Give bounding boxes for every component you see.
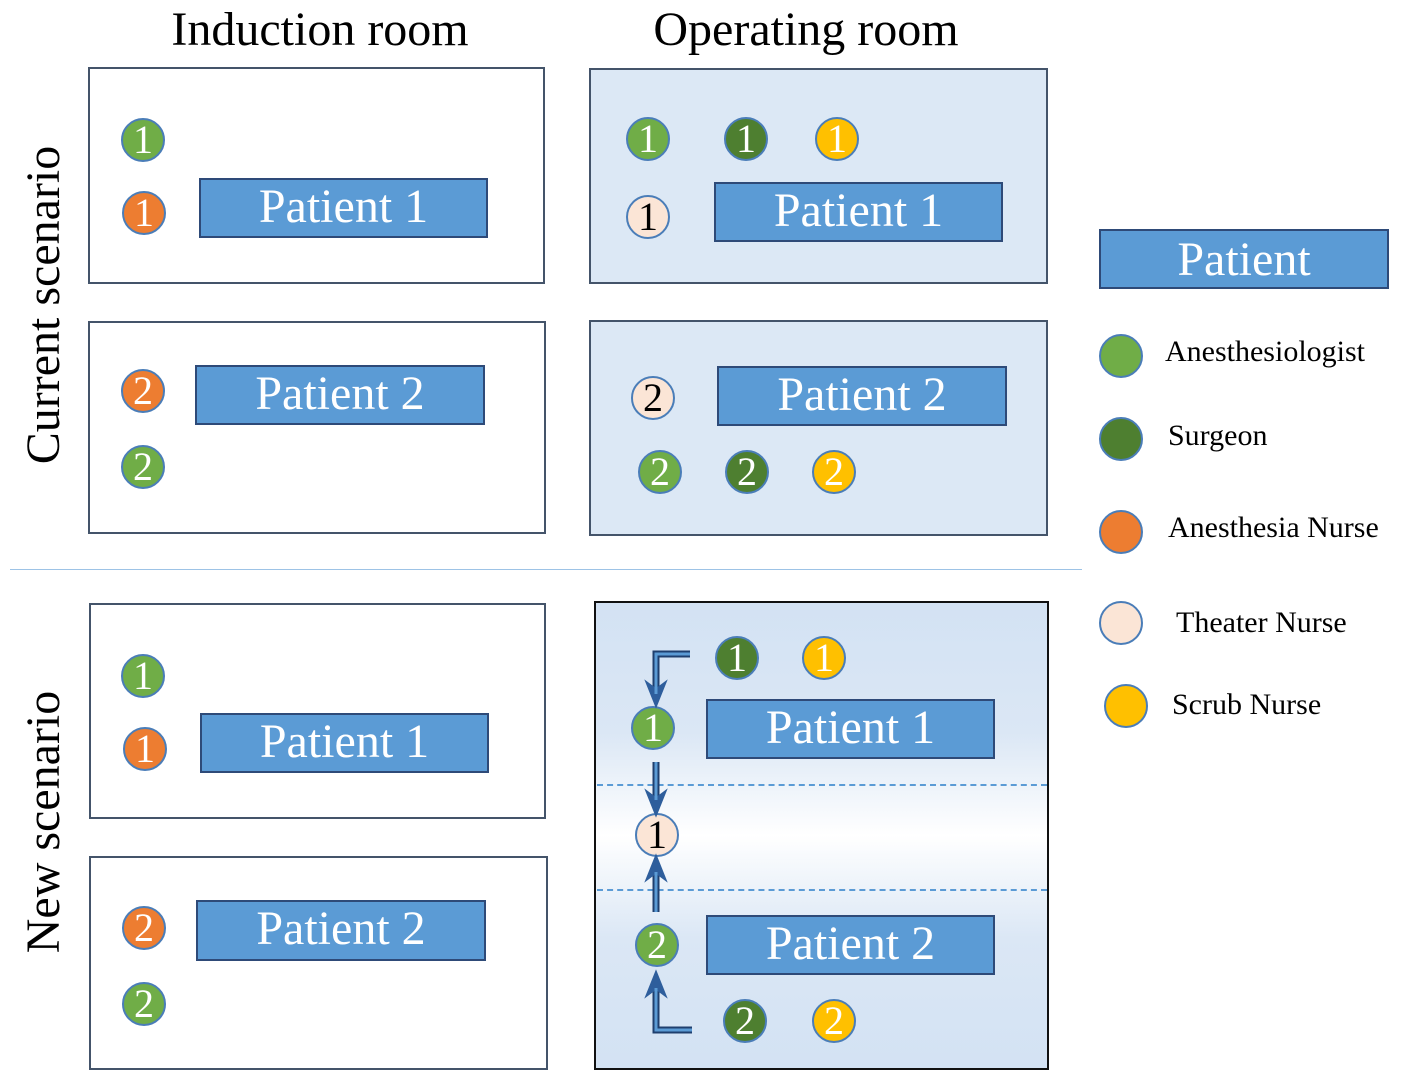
legend-theater-nurse-swatch [1099, 601, 1143, 645]
theater-nurse-marker: 1 [626, 195, 670, 239]
zone-divider-bottom [597, 889, 1047, 891]
anesthesia-nurse-marker: 2 [121, 369, 165, 413]
legend-anesthesiologist-swatch [1099, 334, 1143, 378]
new-scenario-label: New scenario [17, 690, 70, 954]
scrub-nurse-marker: 2 [812, 450, 856, 494]
surgeon-marker: 1 [724, 117, 768, 161]
induction-room-header: Induction room [171, 3, 469, 56]
current-scenario-label: Current scenario [17, 145, 70, 465]
scrub-nurse-marker: 1 [802, 636, 846, 680]
current-induction-room-2 [88, 321, 546, 534]
surgeon-marker: 1 [715, 636, 759, 680]
scrub-nurse-marker: 1 [815, 117, 859, 161]
anesthesia-nurse-marker: 1 [123, 727, 167, 771]
scrub-nurse-marker: 2 [812, 999, 856, 1043]
legend-patient: Patient [1099, 229, 1389, 289]
surgeon-marker: 2 [723, 999, 767, 1043]
patient-2-bed: Patient 2 [706, 915, 995, 975]
anesthesia-nurse-marker: 1 [122, 191, 166, 235]
anesthesiologist-marker: 2 [122, 982, 166, 1026]
legend-surgeon-label: Surgeon [1168, 419, 1268, 452]
legend-surgeon-swatch [1099, 417, 1143, 461]
anesthesiologist-marker: 2 [638, 450, 682, 494]
legend-scrub-nurse-label: Scrub Nurse [1172, 688, 1322, 721]
anesthesiologist-marker: 1 [626, 117, 670, 161]
patient-1-bed: Patient 1 [199, 178, 488, 238]
anesthesiologist-marker: 2 [121, 445, 165, 489]
legend-anesthesia-nurse-label: Anesthesia Nurse [1168, 511, 1379, 544]
legend-theater-nurse-label: Theater Nurse [1176, 606, 1347, 639]
new-induction-room-2 [89, 856, 548, 1070]
anesthesiologist-marker: 2 [635, 923, 679, 967]
operating-room-header: Operating room [653, 3, 959, 56]
patient-1-bed: Patient 1 [706, 699, 995, 759]
current-operating-room-1 [589, 68, 1048, 284]
patient-2-bed: Patient 2 [717, 366, 1007, 426]
legend-scrub-nurse-swatch [1104, 684, 1148, 728]
patient-1-bed: Patient 1 [200, 713, 489, 773]
anesthesiologist-marker: 1 [631, 706, 675, 750]
legend-anesthesiologist-label: Anesthesiologist [1165, 335, 1365, 368]
anesthesia-nurse-marker: 2 [122, 906, 166, 950]
new-induction-room-1 [89, 603, 546, 819]
current-induction-room-1 [88, 67, 545, 284]
zone-divider-top [597, 784, 1047, 786]
theater-nurse-marker: 2 [631, 376, 675, 420]
current-operating-room-2 [589, 320, 1048, 536]
scenario-divider [10, 569, 1082, 570]
anesthesiologist-marker: 1 [121, 118, 165, 162]
patient-1-bed: Patient 1 [714, 182, 1003, 242]
theater-nurse-marker: 1 [635, 813, 679, 857]
patient-2-bed: Patient 2 [195, 365, 485, 425]
anesthesiologist-marker: 1 [121, 654, 165, 698]
legend-anesthesia-nurse-swatch [1099, 510, 1143, 554]
patient-2-bed: Patient 2 [196, 900, 486, 961]
surgeon-marker: 2 [725, 450, 769, 494]
